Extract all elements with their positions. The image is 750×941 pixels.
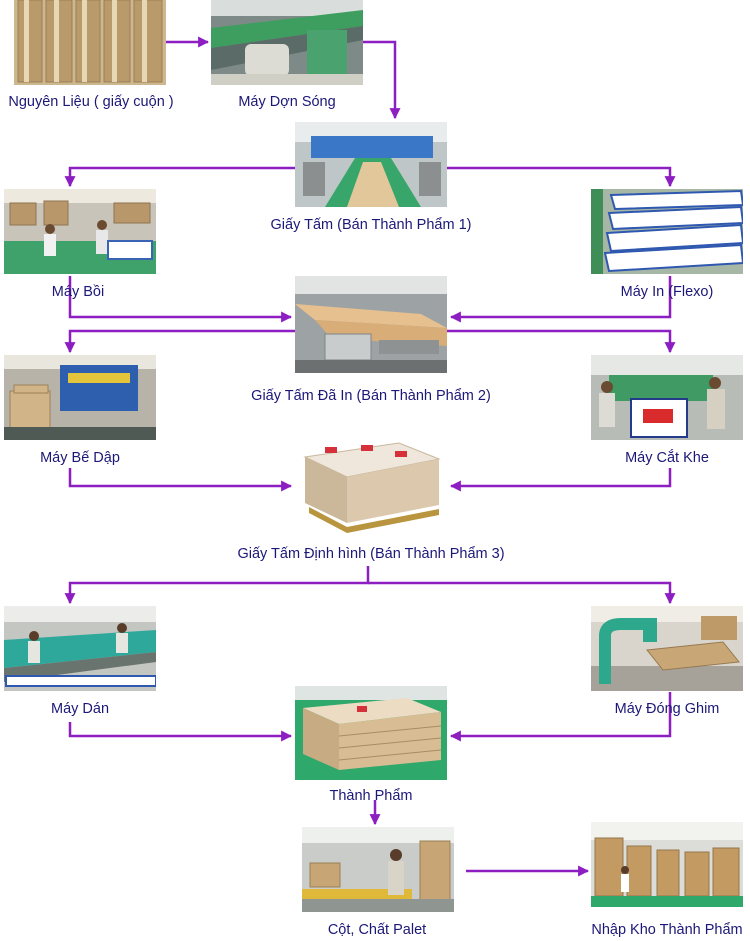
arrow-die_cutter-to-sheet_3 — [68, 468, 293, 492]
arrow-stitcher-to-finished — [449, 692, 672, 742]
photo-printed-sheets — [591, 189, 743, 274]
photo-factory-green — [211, 0, 363, 85]
node-image-gluer — [4, 606, 156, 691]
node-image-stitcher — [591, 606, 743, 691]
arrow-sheet_1-to-laminator — [64, 166, 295, 188]
node-label-die-cutter: Máy Bế Dập — [40, 450, 120, 466]
node-image-flexo — [591, 189, 743, 274]
arrow-laminator-to-sheet_2 — [68, 276, 293, 323]
node-image-laminator — [4, 189, 156, 274]
node-label-corrugator: Máy Dợn Sóng — [238, 94, 336, 110]
node-image-corrugator — [211, 0, 363, 85]
node-label-gluer: Máy Dán — [50, 701, 110, 717]
node-image-palletizing — [302, 827, 454, 912]
photo-palletizing — [302, 827, 454, 912]
photo-workers-boxes — [4, 189, 156, 274]
node-label-finished: Thành Phẩm — [329, 788, 413, 804]
node-label-laminator: Máy Bồi — [51, 284, 105, 300]
node-image-raw-paper — [14, 0, 166, 85]
arrow-slotter-to-sheet_3 — [449, 468, 672, 492]
arrow-sheet_3-to-stitcher — [368, 581, 676, 605]
photo-workers-machine — [591, 355, 743, 440]
node-label-slotter: Máy Cắt Khe — [625, 450, 709, 466]
arrow-gluer-to-finished — [68, 722, 293, 742]
node-image-slotter — [591, 355, 743, 440]
arrow-sheet_3-to-gluer — [64, 566, 370, 605]
arrow-sheet_2-to-die_cutter — [64, 329, 295, 354]
photo-warehouse — [591, 822, 743, 907]
arrow-sheet_2-to-slotter — [447, 329, 676, 354]
arrow-corrugator-to-sheet_1 — [363, 40, 401, 120]
arrow-flexo-to-sheet_2 — [449, 276, 672, 323]
node-label-palletizing: Cột, Chất Palet — [327, 922, 427, 938]
node-label-raw-paper: Nguyên Liệu ( giấy cuộn ) — [8, 94, 174, 110]
node-label-sheet-3: Giấy Tấm Định hình (Bán Thành Phẩm 3) — [237, 546, 505, 562]
photo-stitcher — [591, 606, 743, 691]
node-label-flexo: Máy In (Flexo) — [620, 284, 714, 300]
photo-sheet-machine — [295, 276, 447, 373]
node-label-sheet-1: Giấy Tấm (Bán Thành Phẩm 1) — [270, 217, 472, 233]
node-image-die-cutter — [4, 355, 156, 440]
photo-gluing-line — [4, 606, 156, 691]
node-image-sheet-3 — [295, 435, 447, 537]
node-image-warehouse — [591, 822, 743, 907]
photo-paper-rolls — [14, 0, 166, 85]
node-image-sheet-1 — [295, 122, 447, 207]
node-label-warehouse: Nhập Kho Thành Phẩm — [591, 922, 743, 938]
node-label-stitcher: Máy Đóng Ghim — [614, 701, 720, 717]
node-label-sheet-2: Giấy Tấm Đã In (Bán Thành Phẩm 2) — [251, 388, 491, 404]
photo-stacked-pallet — [295, 435, 447, 537]
arrow-sheet_1-to-flexo — [447, 166, 676, 188]
photo-die-cut — [4, 355, 156, 440]
photo-conveyor — [295, 122, 447, 207]
node-image-finished — [295, 686, 447, 780]
node-image-sheet-2 — [295, 276, 447, 373]
photo-finished-stack — [295, 686, 447, 780]
